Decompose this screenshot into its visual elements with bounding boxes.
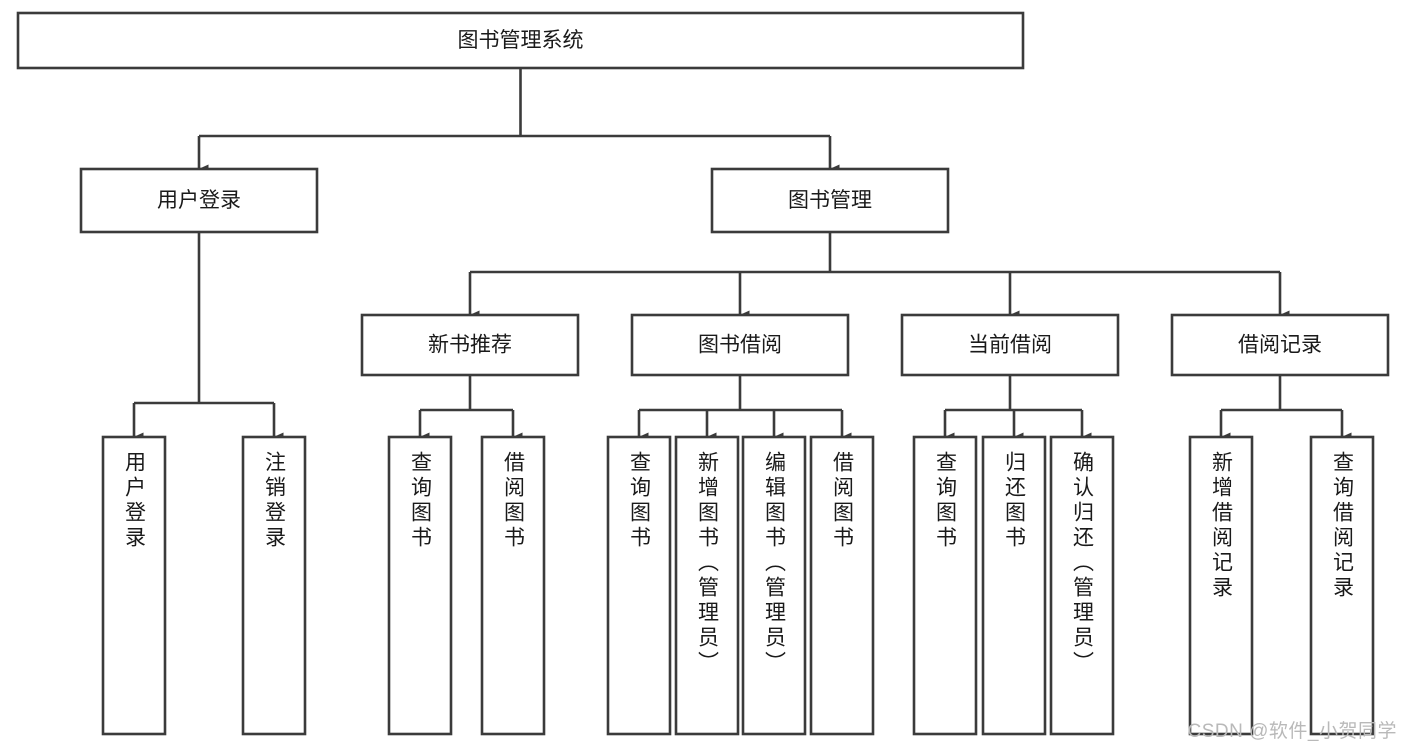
leaf-l3-2-1[interactable] <box>981 435 1047 736</box>
node-level2-0-label: 用户登录 <box>157 189 241 212</box>
node-level3-2-label: 当前借阅 <box>968 334 1052 357</box>
node-level2-1[interactable] <box>710 167 950 234</box>
leaf-l3-3-0-label: 新增借阅记录 <box>1209 451 1233 601</box>
leaf-l3-2-0-label: 查询图书 <box>933 451 957 551</box>
connector-layer <box>132 68 1352 442</box>
leaf-l3-1-3-label: 借阅图书 <box>830 451 854 551</box>
node-level3-1-label: 图书借阅 <box>698 334 782 357</box>
leaf-l3-1-1[interactable] <box>674 435 740 736</box>
leaf-l3-0-0[interactable] <box>387 435 453 736</box>
leaf-l3-0-1[interactable] <box>480 435 546 736</box>
leaf-l3-2-0[interactable] <box>912 435 978 736</box>
node-level2-1-label: 图书管理 <box>788 189 872 212</box>
node-level3-2[interactable] <box>900 313 1120 377</box>
leaf-l3-3-1-label: 查询借阅记录 <box>1330 451 1354 601</box>
node-level3-0[interactable] <box>360 313 580 377</box>
leaf-l3-3-1[interactable] <box>1309 435 1375 736</box>
leaf-l3-1-3[interactable] <box>809 435 875 736</box>
leaf-0-1[interactable] <box>241 435 307 736</box>
leaf-0-0-label: 用户登录 <box>122 451 146 551</box>
leaf-l3-2-2-label: 确认归还（管理员） <box>1070 451 1094 676</box>
leaf-l3-3-0[interactable] <box>1188 435 1254 736</box>
node-root[interactable] <box>16 11 1025 70</box>
leaf-l3-2-2[interactable] <box>1049 435 1115 736</box>
leaf-l3-1-2[interactable] <box>741 435 807 736</box>
leaf-0-0[interactable] <box>101 435 167 736</box>
leaf-l3-0-0-label: 查询图书 <box>408 451 432 551</box>
leaf-0-1-label: 注销登录 <box>262 451 286 551</box>
node-root-label: 图书管理系统 <box>458 29 584 52</box>
leaf-l3-1-0-label: 查询图书 <box>627 451 651 551</box>
node-level3-3-label: 借阅记录 <box>1238 334 1322 357</box>
leaf-l3-1-0[interactable] <box>606 435 672 736</box>
leaf-l3-1-1-label: 新增图书（管理员） <box>695 451 719 676</box>
watermark: CSDN @软件_小贺同学 <box>1187 721 1397 742</box>
node-level2-0[interactable] <box>79 167 319 234</box>
leaf-l3-0-1-label: 借阅图书 <box>501 451 525 551</box>
node-level3-0-label: 新书推荐 <box>428 334 512 357</box>
leaf-l3-2-1-label: 归还图书 <box>1002 451 1026 551</box>
leaf-l3-1-2-label: 编辑图书（管理员） <box>762 451 786 676</box>
node-level3-3[interactable] <box>1170 313 1390 377</box>
node-level3-1[interactable] <box>630 313 850 377</box>
